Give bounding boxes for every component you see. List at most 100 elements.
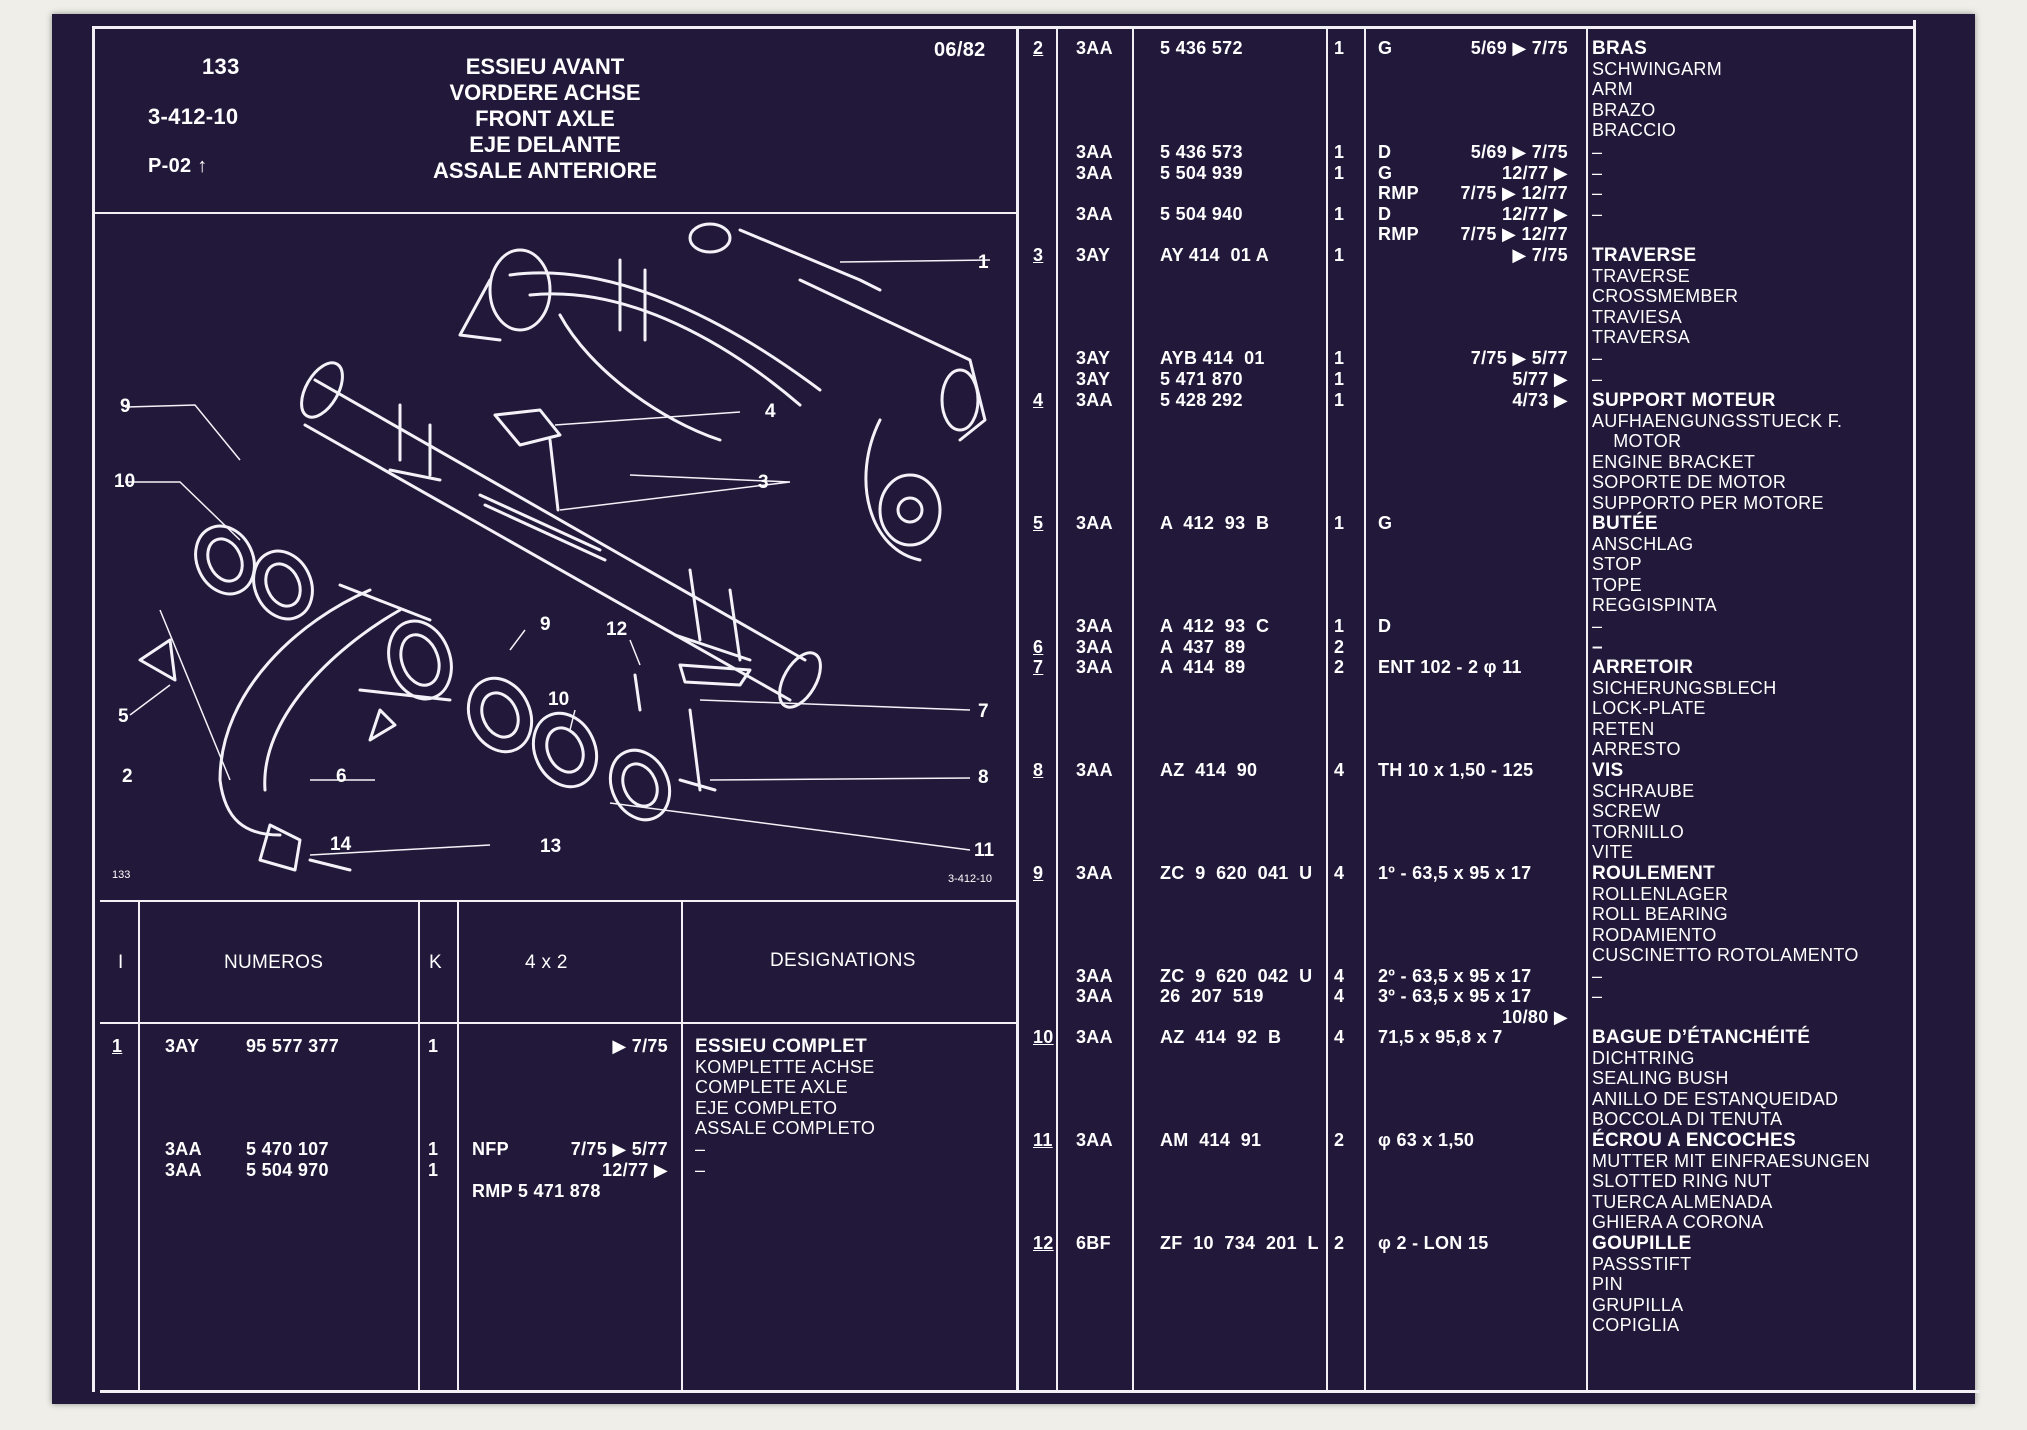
validity-range: 7/75 ▶ 12/77 [1460, 183, 1568, 203]
variant-value: NFP [472, 1139, 509, 1159]
designation-translation: ROLL BEARING [1592, 904, 1728, 925]
drawing-corner-left: 133 [112, 869, 130, 881]
title-es: EJE DELANTE [469, 132, 621, 157]
part-code: 3AA [1076, 760, 1113, 780]
callout-12: 12 [606, 619, 627, 640]
callout-3: 3 [758, 472, 769, 493]
item-number: 7 [1033, 657, 1044, 677]
item-number: 11 [1033, 1130, 1053, 1150]
part-number: AZ 414 90 [1160, 760, 1258, 780]
page-title: ESSIEU AVANT VORDERE ACHSE FRONT AXLE EJ… [400, 54, 690, 184]
designation-main: – [1592, 986, 1603, 1006]
item-number: 8 [1033, 760, 1044, 780]
spec-value: 71,5 x 95,8 x 7 [1378, 1027, 1503, 1047]
validity-range: ▶ 7/75 [612, 1036, 668, 1056]
part-number: A 437 89 [1160, 637, 1246, 657]
part-code: 3AA [1076, 986, 1113, 1006]
designation-translation: RODAMIENTO [1592, 924, 1717, 945]
validity-range: 7/75 ▶ 5/77 [1470, 348, 1568, 368]
validity-range: 7/75 ▶ 5/77 [570, 1139, 668, 1159]
part-code: 3AY [1076, 245, 1111, 265]
designation-translation: SCREW [1592, 801, 1661, 822]
designation-translation: GHIERA A CORONA [1592, 1212, 1764, 1233]
callout-5: 5 [118, 706, 129, 727]
callout-9b: 9 [540, 614, 551, 635]
validity-range: 12/77 ▶ [1502, 163, 1568, 183]
item-number: 4 [1033, 390, 1044, 410]
quantity: 1 [1334, 163, 1345, 183]
designation-main: SUPPORT MOTEUR [1592, 390, 1776, 411]
designation-main: ESSIEU COMPLET [695, 1036, 868, 1057]
validity-range: 10/80 ▶ [1502, 1007, 1568, 1027]
spec-value: 1º - 63,5 x 95 x 17 [1378, 863, 1532, 883]
spec-value: φ 63 x 1,50 [1378, 1130, 1475, 1150]
designation-main: – [1592, 348, 1603, 368]
designation-main: – [1592, 966, 1603, 986]
part-code: 3AA [1076, 616, 1113, 636]
spec-value: RMP [1378, 224, 1419, 244]
quantity: 2 [1334, 1233, 1345, 1253]
part-number: AYB 414 01 [1160, 348, 1265, 368]
page-ref: P-02 ↑ [148, 155, 208, 177]
part-code: 3AA [1076, 390, 1113, 410]
drawing-corner-right: 3-412-10 [948, 873, 992, 885]
part-number: 95 577 377 [246, 1036, 340, 1056]
callout-9: 9 [120, 396, 131, 417]
part-number: 5 504 970 [246, 1160, 329, 1180]
part-number: AM 414 91 [1160, 1130, 1262, 1150]
part-code: 3AY [165, 1036, 200, 1056]
quantity: 1 [1334, 142, 1345, 162]
designation-translation: STOP [1592, 554, 1642, 575]
part-code: 3AA [1076, 163, 1113, 183]
col-header-variant: 4 x 2 [525, 952, 568, 973]
part-code: 3AA [1076, 513, 1113, 533]
quantity: 1 [1334, 513, 1345, 533]
designation-translation: VITE [1592, 842, 1634, 863]
quantity: 4 [1334, 986, 1345, 1006]
item-number: 10 [1033, 1027, 1054, 1047]
quantity: 4 [1334, 760, 1345, 780]
designation-translation: BRAZO [1592, 99, 1656, 120]
spec-value: D [1378, 142, 1392, 162]
validity-range: 4/73 ▶ [1512, 390, 1568, 410]
designation-main: – [1592, 163, 1603, 183]
spec-value: G [1378, 163, 1393, 183]
designation-translation: TRAVIESA [1592, 306, 1683, 327]
spec-value: φ 2 - LON 15 [1378, 1233, 1489, 1253]
quantity: 1 [428, 1160, 439, 1180]
quantity: 1 [1334, 245, 1345, 265]
part-number: 5 436 572 [1160, 38, 1243, 58]
designation-main: BUTÉE [1592, 513, 1658, 534]
spec-value: D [1378, 616, 1392, 636]
part-code: 3AA [1076, 657, 1113, 677]
part-number: A 412 93 B [1160, 513, 1270, 533]
title-fr: ESSIEU AVANT [465, 54, 625, 79]
spec-value: 2º - 63,5 x 95 x 17 [1378, 966, 1532, 986]
designation-translation: MUTTER MIT EINFRAESUNGEN [1592, 1150, 1870, 1171]
quantity: 2 [1334, 637, 1345, 657]
col-header-numeros: NUMEROS [224, 952, 324, 973]
designation-main: BAGUE D’ÉTANCHÉITÉ [1592, 1027, 1811, 1048]
title-de: VORDERE ACHSE [449, 80, 641, 105]
callout-14: 14 [330, 834, 352, 855]
quantity: 1 [428, 1139, 439, 1159]
quantity: 4 [1334, 1027, 1345, 1047]
designation-main: GOUPILLE [1592, 1233, 1692, 1254]
designation-translation: SCHRAUBE [1592, 780, 1695, 801]
part-code: 6BF [1076, 1233, 1111, 1253]
designation-translation: SCHWINGARM [1592, 58, 1722, 79]
quantity: 2 [1334, 1130, 1345, 1150]
designation-main: – [1592, 637, 1603, 658]
variant-value: RMP 5 471 878 [472, 1181, 601, 1201]
designation-main: VIS [1592, 760, 1624, 781]
part-code: 3AA [165, 1139, 202, 1159]
quantity: 4 [1334, 966, 1345, 986]
part-number: 5 471 870 [1160, 369, 1243, 389]
callout-11: 11 [974, 840, 995, 861]
designation-translation: ROLLENLAGER [1592, 883, 1729, 904]
designation-translation: EJE COMPLETO [695, 1097, 838, 1118]
part-code: 3AY [1076, 369, 1111, 389]
designation-translation: GRUPILLA [1592, 1294, 1684, 1315]
designation-translation: COMPLETE AXLE [695, 1077, 848, 1098]
designation-main: – [1592, 183, 1603, 203]
